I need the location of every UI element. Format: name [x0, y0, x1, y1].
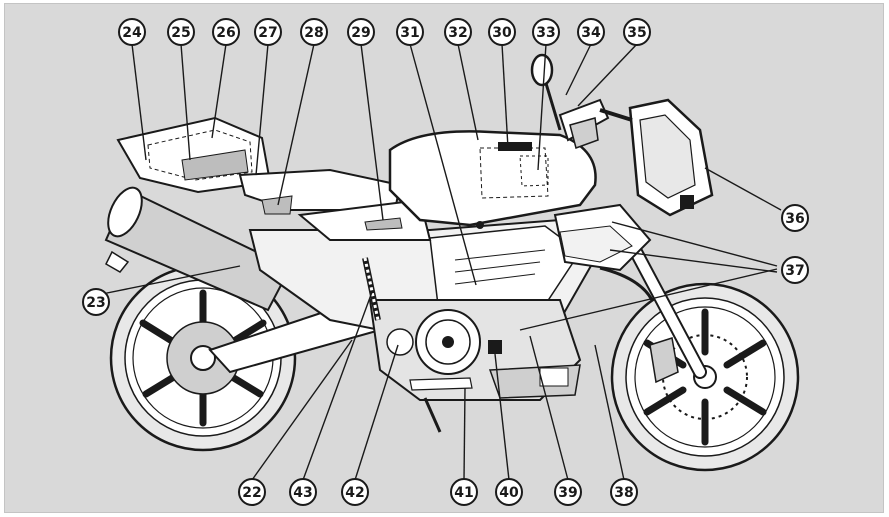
callout-circle: [238, 478, 266, 506]
callout-circle: [610, 478, 638, 506]
callout-number: 29: [351, 25, 370, 41]
callout-circle: [341, 478, 369, 506]
callout-number: 25: [171, 25, 190, 41]
callout-circle: [167, 18, 195, 46]
callout-25: 25: [167, 18, 195, 46]
callout-number: 26: [216, 25, 235, 41]
callout-circle: [532, 18, 560, 46]
seat-lock: [261, 195, 293, 215]
callout-number: 27: [258, 25, 277, 41]
callout-number: 23: [86, 295, 105, 311]
callout-labels: 24 25 26 27 28 29 31 32 30 33 34 35 36 37 23 22 43 42 41 40…: [82, 18, 809, 506]
callout-number: 35: [627, 25, 646, 41]
front-brake-caliper: [649, 337, 679, 384]
callout-23: 23: [82, 288, 110, 316]
callout-circle: [488, 18, 516, 46]
headlight-assembly: [628, 98, 714, 217]
callout-circle: [444, 18, 472, 46]
callout-28: 28: [300, 18, 328, 46]
callout-circle: [781, 256, 809, 284]
callout-29: 29: [347, 18, 375, 46]
callout-number: 39: [558, 485, 577, 501]
callout-43: 43: [289, 478, 317, 506]
callout-number: 41: [454, 485, 473, 501]
callout-number: 33: [536, 25, 555, 41]
callout-circle: [495, 478, 523, 506]
callout-circle: [212, 18, 240, 46]
callout-number: 28: [304, 25, 323, 41]
callout-37: 37: [781, 256, 809, 284]
callout-32: 32: [444, 18, 472, 46]
mirror-stem: [543, 79, 562, 131]
callout-35: 35: [623, 18, 651, 46]
callout-circle: [254, 18, 282, 46]
front-fork: [599, 228, 707, 379]
rear-shock: [362, 257, 381, 321]
callout-number: 34: [581, 25, 601, 41]
callout-number: 22: [242, 485, 261, 501]
leader-lines: [101, 43, 782, 481]
engine: [368, 299, 582, 433]
front-brake-disc: [662, 334, 748, 420]
callout-34: 34: [577, 18, 605, 46]
brake-reservoir: [569, 117, 599, 149]
handlebar: [530, 53, 633, 149]
callout-40: 40: [495, 478, 523, 506]
front-mudguard: [599, 266, 654, 301]
callout-number: 42: [345, 485, 364, 501]
callout-number: 40: [499, 485, 519, 501]
callout-27: 27: [254, 18, 282, 46]
callout-circle: [396, 18, 424, 46]
callout-circle: [623, 18, 651, 46]
callout-circle: [118, 18, 146, 46]
callout-31: 31: [396, 18, 424, 46]
callout-number: 32: [448, 25, 467, 41]
callout-26: 26: [212, 18, 240, 46]
under-seat-compartment: [181, 149, 249, 181]
engine-plug: [488, 340, 502, 354]
indicator-light: [680, 195, 694, 209]
callout-33: 33: [532, 18, 560, 46]
callout-36: 36: [781, 204, 809, 232]
exhaust: [104, 186, 292, 312]
callout-24: 24: [118, 18, 146, 46]
mirror: [530, 53, 554, 87]
fuel-tank: [388, 130, 597, 229]
callout-circle: [554, 478, 582, 506]
callout-41: 41: [450, 478, 478, 506]
callout-number: 37: [785, 263, 804, 279]
callout-number: 38: [614, 485, 633, 501]
rear-hub: [190, 345, 216, 371]
callout-number: 43: [293, 485, 312, 501]
front-wheel: [610, 282, 800, 472]
callout-30: 30: [488, 18, 516, 46]
callout-number: 24: [122, 25, 142, 41]
callout-22: 22: [238, 478, 266, 506]
side-panel: [297, 198, 432, 241]
callout-39: 39: [554, 478, 582, 506]
callout-number: 30: [492, 25, 512, 41]
callout-circle: [781, 204, 809, 232]
tank-logo: [498, 142, 532, 151]
callout-circle: [300, 18, 328, 46]
callout-circle: [450, 478, 478, 506]
callout-circle: [347, 18, 375, 46]
callout-number: 31: [400, 25, 419, 41]
side-stand: [423, 397, 442, 433]
callout-number: 36: [785, 211, 804, 227]
callout-38: 38: [610, 478, 638, 506]
callout-circle: [289, 478, 317, 506]
callout-circle: [82, 288, 110, 316]
callout-42: 42: [341, 478, 369, 506]
callout-circle: [577, 18, 605, 46]
